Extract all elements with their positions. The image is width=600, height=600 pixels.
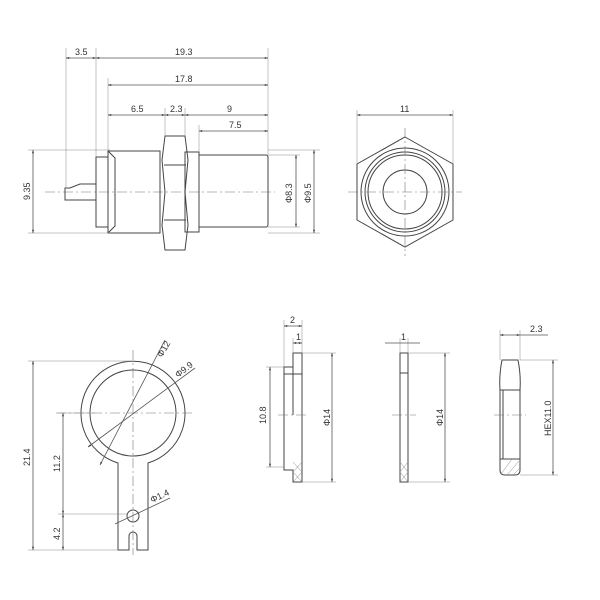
dim-phi9-5: Φ9.5 xyxy=(303,183,313,203)
dim-phi14: Φ14 xyxy=(435,409,445,426)
dim-phi8-3: Φ8.3 xyxy=(284,183,294,203)
dim-hex: HEX11.0 xyxy=(543,401,553,436)
dim-phi12: Φ12 xyxy=(155,339,172,359)
dim-17-8: 17.8 xyxy=(175,74,193,84)
hex-nut xyxy=(161,135,189,251)
washer-2-view: 1 Φ14 xyxy=(385,332,450,483)
dim-9: 9 xyxy=(227,104,232,114)
terminal-outline xyxy=(80,360,186,551)
dim-11-2: 11.2 xyxy=(52,455,62,472)
dim-3-5: 3.5 xyxy=(75,47,88,57)
dim-9-35: 9.35 xyxy=(22,182,32,200)
thread-body xyxy=(107,150,161,234)
dim-10-8: 10.8 xyxy=(258,406,268,424)
cylinder-head xyxy=(199,154,269,228)
dim-phi14: Φ14 xyxy=(322,409,332,426)
dim-7-5: 7.5 xyxy=(229,120,242,130)
dim-phi1-4: Φ1.4 xyxy=(149,487,171,504)
dim-2: 2 xyxy=(290,315,295,325)
washer-1-view: 2 1 10.8 Φ14 xyxy=(258,315,336,483)
side-view: 3.5 19.3 17.8 6.5 2.3 9 7.5 9.35 Φ8.3 Φ9… xyxy=(22,47,320,251)
dim-1: 1 xyxy=(296,332,301,342)
terminal-view: Φ12 Φ9.9 Φ1.4 21.4 11.2 4.2 xyxy=(22,339,196,555)
dim-21-4: 21.4 xyxy=(22,448,32,466)
dim-2-3: 2.3 xyxy=(530,324,543,334)
dim-11: 11 xyxy=(400,104,409,114)
dim-19-3: 19.3 xyxy=(175,47,193,57)
dim-1: 1 xyxy=(401,332,406,342)
front-view: 11 xyxy=(348,104,462,256)
dim-2-3: 2.3 xyxy=(170,104,183,114)
dim-4-2: 4.2 xyxy=(52,527,62,540)
nut-side-view: 2.3 HEX11.0 xyxy=(494,324,558,476)
dim-6-5: 6.5 xyxy=(131,104,144,114)
